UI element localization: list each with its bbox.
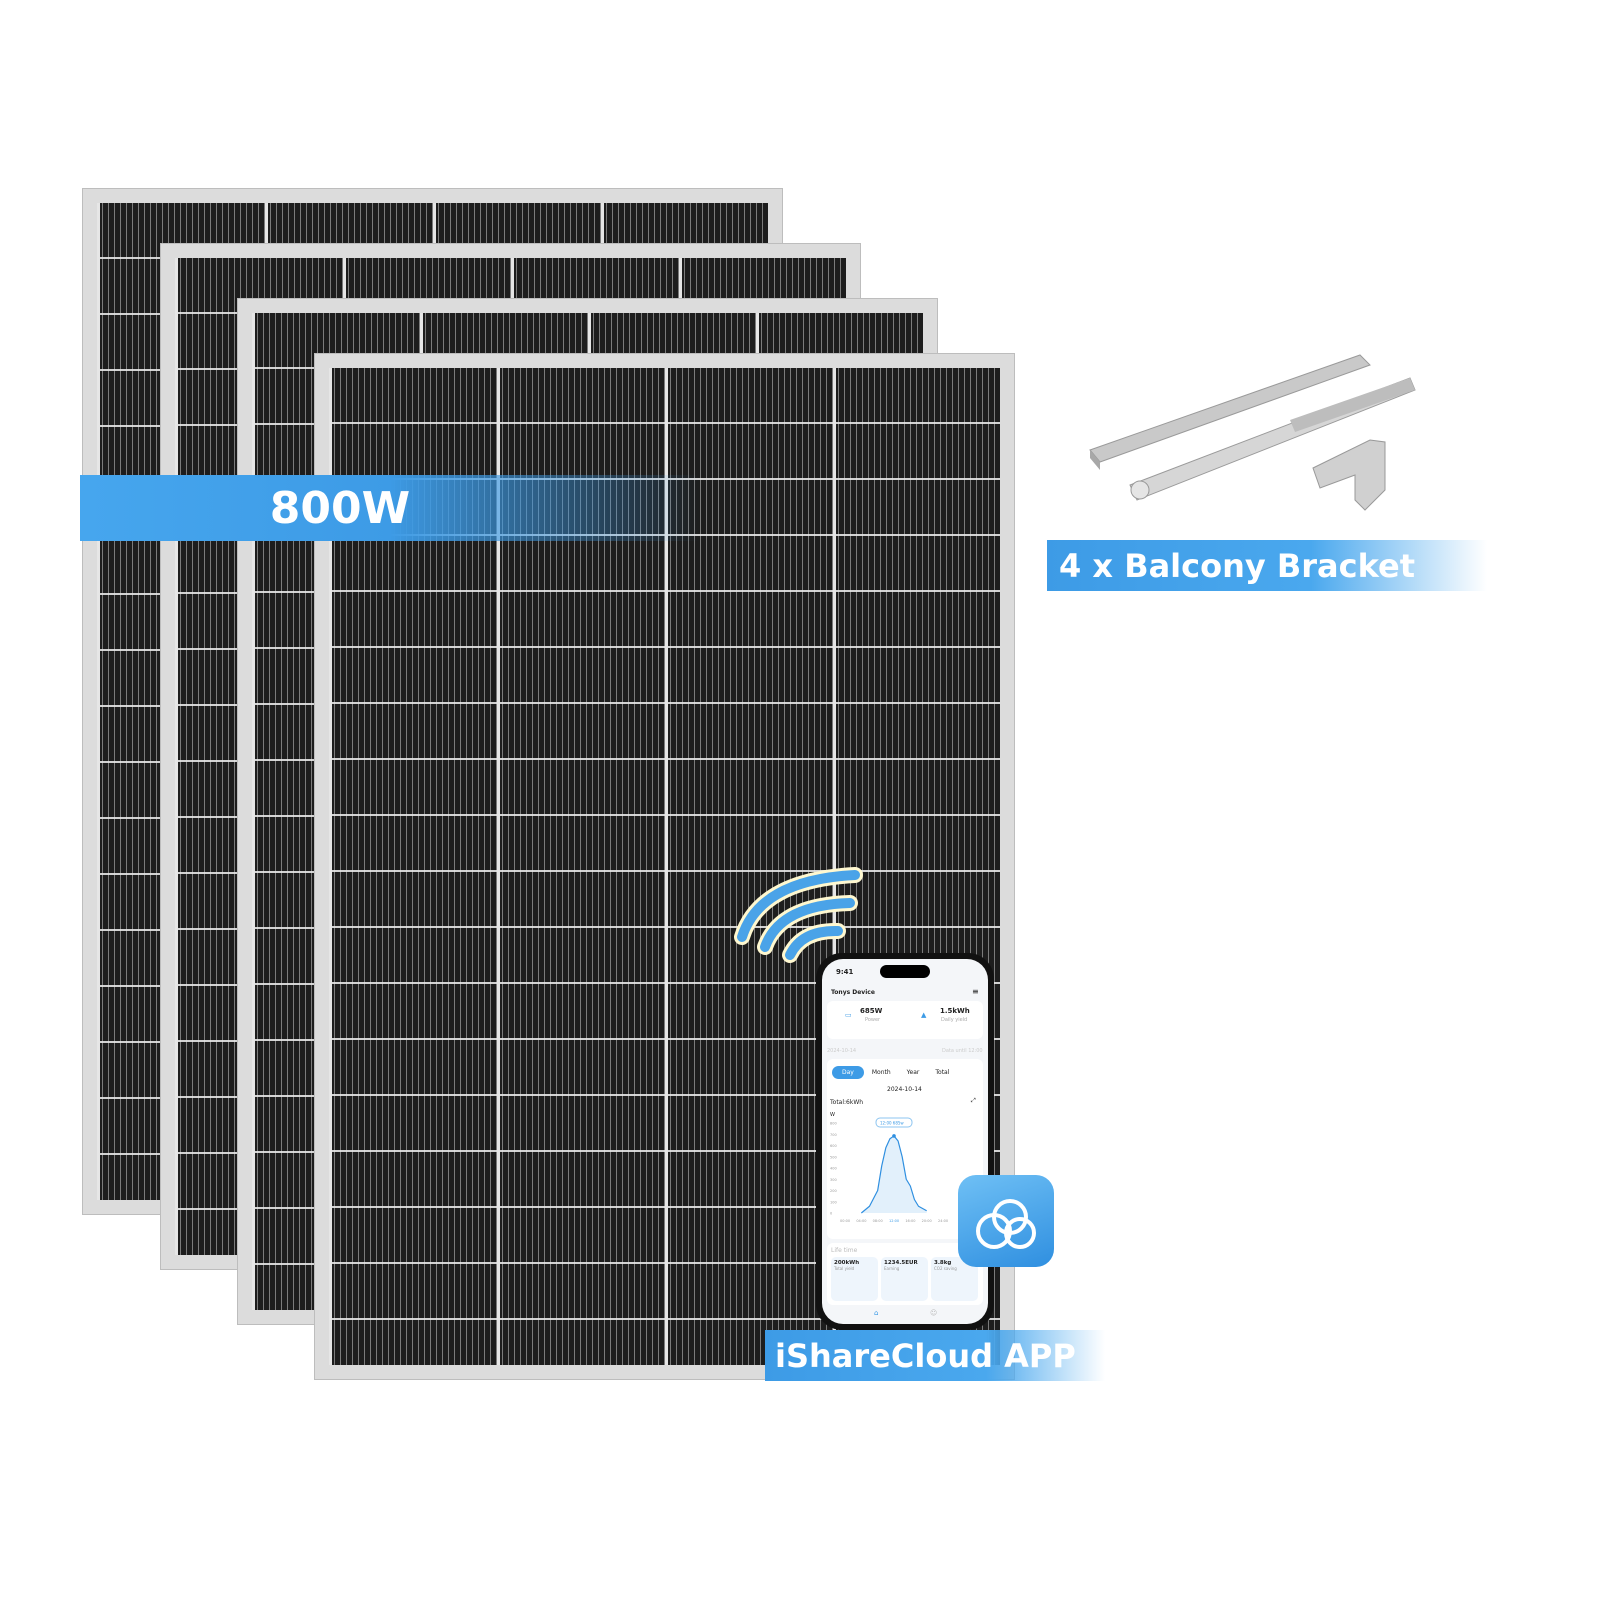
wifi-icon <box>734 867 863 963</box>
y-tick-label: 800 <box>830 1122 837 1126</box>
yield-label: Daily yield <box>941 1017 968 1023</box>
chart-card: Day Month Year Total 2024-10-14 Total:6k… <box>827 1059 983 1239</box>
balcony-bracket-image <box>1089 354 1416 511</box>
cloud-icon <box>976 1199 1036 1249</box>
profile-tab-icon[interactable]: ☺ <box>930 1309 938 1317</box>
y-tick-label: 400 <box>830 1167 837 1171</box>
lifetime-title: Life time <box>831 1247 858 1254</box>
x-tick-label: 12:00 <box>889 1219 899 1223</box>
power-value: 685W <box>860 1007 883 1015</box>
phone-mockup: 9:41 Tonys Device ≡ ▭ 685W Power ▲ 1.5kW… <box>816 953 994 1330</box>
stat-label: Earning <box>884 1266 900 1271</box>
stat-value: 1234.5EUR <box>884 1260 918 1266</box>
y-tick-label: 100 <box>830 1200 837 1204</box>
x-tick-label: 04:00 <box>856 1219 866 1223</box>
stat-value: 200kWh <box>834 1260 860 1266</box>
date-left: 2024-10-14 <box>827 1048 857 1054</box>
stat-value: 3.8kg <box>934 1260 952 1266</box>
power-chart: 800 700 600 500 400 300 200 100 0 00:00 04:00 08:00… <box>830 1117 948 1223</box>
yield-icon: ▲ <box>921 1011 927 1019</box>
menu-icon[interactable]: ≡ <box>972 987 979 996</box>
tab-year[interactable]: Year <box>906 1068 920 1076</box>
x-tick-label: 16:00 <box>905 1219 915 1223</box>
selected-date[interactable]: 2024-10-14 <box>887 1086 922 1093</box>
y-tick-label: 500 <box>830 1155 837 1159</box>
power-label: Power <box>865 1017 881 1023</box>
y-tick-label: 200 <box>830 1189 837 1193</box>
total-energy: Total:6kWh <box>830 1099 864 1106</box>
status-time: 9:41 <box>836 968 854 976</box>
stat-label: Total yield <box>834 1266 855 1271</box>
dynamic-island <box>880 965 930 978</box>
tab-total[interactable]: Total <box>935 1068 950 1076</box>
x-tick-label: 20:00 <box>922 1219 932 1223</box>
x-tick-label: 00:00 <box>840 1219 850 1223</box>
data-until: Data until 12:00 <box>942 1048 983 1054</box>
tooltip-box <box>875 1117 913 1128</box>
x-tick-label: 08:00 <box>873 1219 883 1223</box>
device-selector[interactable]: Tonys Device <box>831 989 875 996</box>
tab-month[interactable]: Month <box>871 1068 891 1076</box>
expand-icon[interactable]: ⤢ <box>971 1097 976 1104</box>
yield-value: 1.5kWh <box>940 1007 970 1015</box>
isharecloud-app-icon <box>958 1175 1054 1267</box>
tooltip-text: 12:00 685w <box>880 1121 904 1126</box>
power-banner: 800W <box>80 475 700 541</box>
power-line <box>860 1135 927 1214</box>
stat-label: CO2 saving <box>934 1266 957 1271</box>
y-tick-label: 0 <box>830 1212 832 1216</box>
peak-point <box>892 1134 896 1138</box>
y-tick-label: 700 <box>830 1133 837 1137</box>
x-tick-label: 24:00 <box>938 1219 948 1223</box>
tab-day[interactable]: Day <box>832 1065 864 1079</box>
balcony-bracket-banner: 4 x Balcony Bracket <box>1047 540 1487 591</box>
y-tick-label: 600 <box>830 1144 837 1148</box>
summary-card: ▭ 685W Power ▲ 1.5kWh Daily yield <box>827 1001 983 1039</box>
area-fill <box>861 1135 927 1213</box>
y-axis-label: W <box>830 1112 835 1118</box>
power-icon: ▭ <box>845 1011 852 1019</box>
app-screen: 9:41 Tonys Device ≡ ▭ 685W Power ▲ 1.5kW… <box>822 959 988 1324</box>
home-tab-icon[interactable]: ⌂ <box>874 1309 879 1317</box>
y-tick-label: 300 <box>830 1178 837 1182</box>
app-banner: iShareCloud APP <box>765 1330 1105 1381</box>
